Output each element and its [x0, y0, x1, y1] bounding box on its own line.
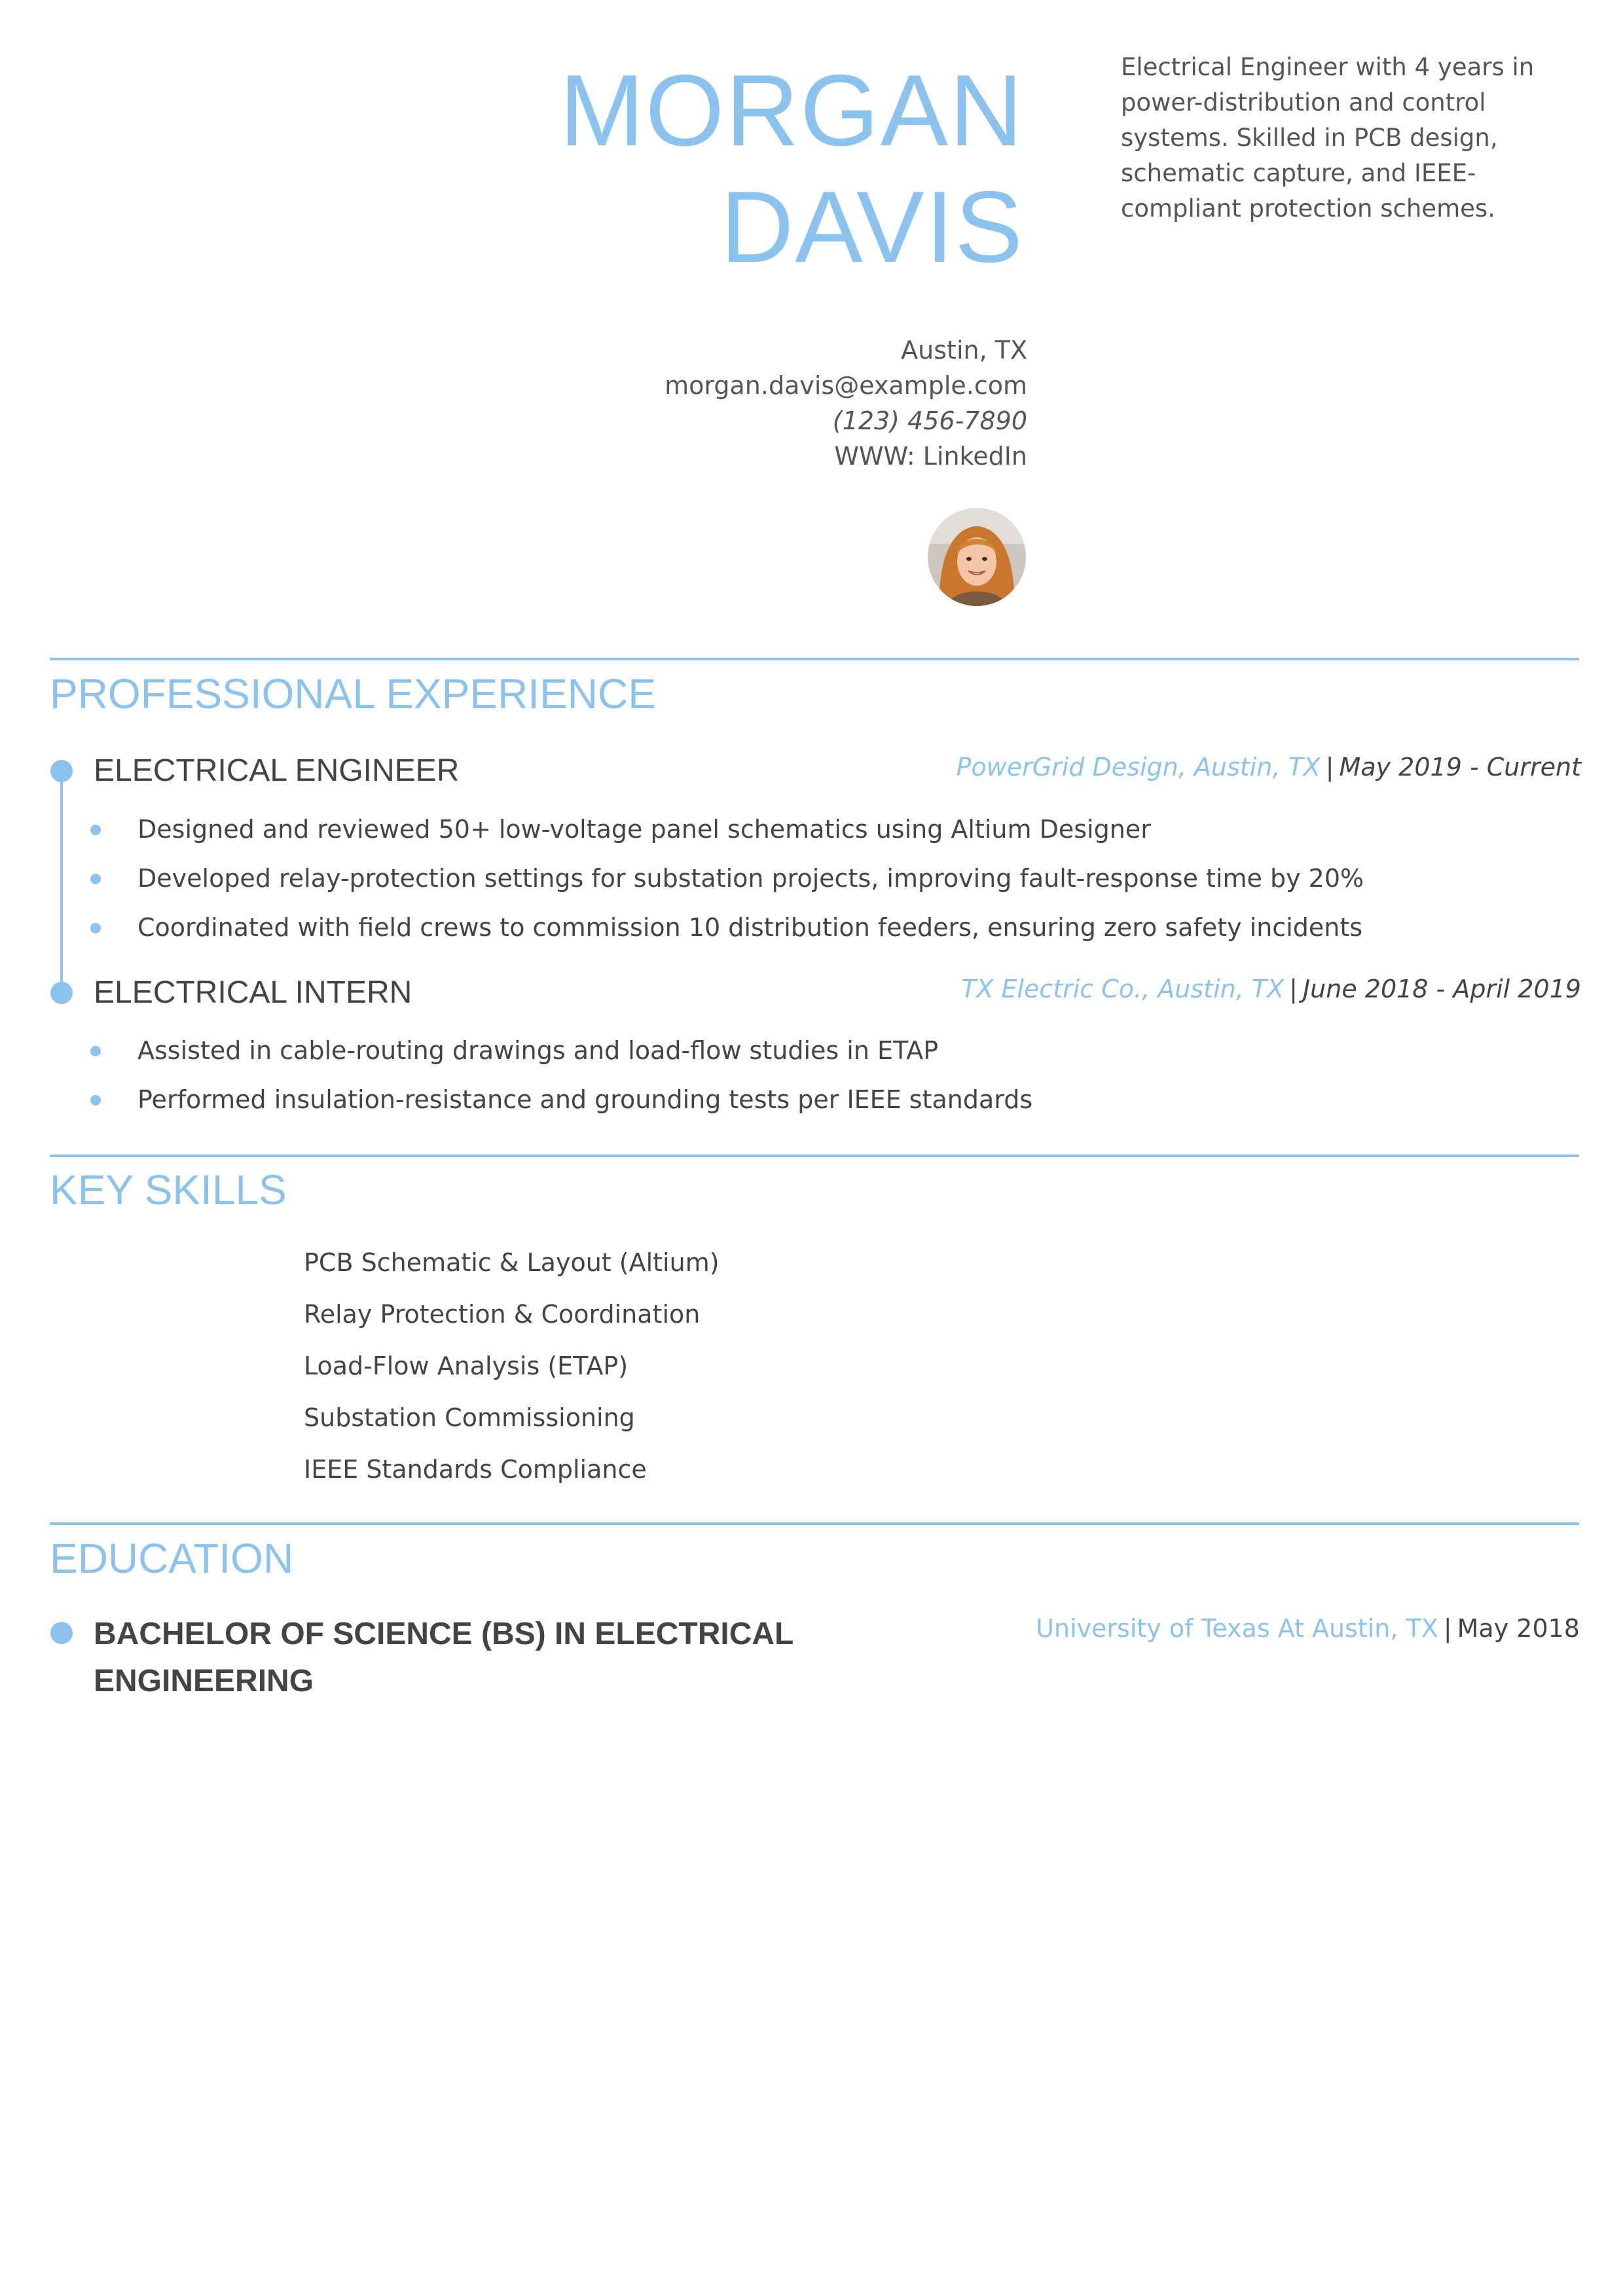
skill-item: PCB Schematic & Layout (Altium) — [304, 1248, 720, 1277]
first-name: MORGAN — [559, 54, 1024, 167]
section-title-skills: KEY SKILLS — [50, 1166, 287, 1213]
job-dates: May 2019 - Current — [1339, 753, 1581, 781]
profile-photo-image — [928, 508, 1026, 606]
email-link[interactable]: morgan.davis@example.com — [665, 371, 1027, 400]
job-dates: June 2018 - April 2019 — [1302, 975, 1581, 1003]
job-title: ELECTRICAL INTERN — [94, 975, 412, 1010]
school-name: University of Texas At Austin, TX — [1036, 1614, 1438, 1643]
degree-title: BACHELOR OF SCIENCE (BS) IN ELECTRICAL E… — [94, 1617, 793, 1698]
last-name: DAVIS — [720, 170, 1024, 283]
job-company: PowerGrid Design, Austin, TX — [956, 753, 1321, 781]
section-divider — [50, 1522, 1579, 1525]
skill-item: IEEE Standards Compliance — [304, 1455, 647, 1484]
skill-item: Load-Flow Analysis (ETAP) — [304, 1352, 629, 1380]
timeline-dot — [50, 1622, 73, 1644]
skill-item: Substation Commissioning — [304, 1403, 635, 1432]
job-bullets: Assisted in cable-routing drawings and l… — [85, 1026, 1032, 1124]
list-item: Designed and reviewed 50+ low-voltage pa… — [85, 805, 1364, 854]
job-company: TX Electric Co., Austin, TX — [961, 975, 1285, 1003]
timeline-dot — [50, 760, 73, 782]
location-text: Austin, TX — [901, 336, 1027, 365]
list-item: Assisted in cable-routing drawings and l… — [85, 1026, 1032, 1075]
section-divider — [50, 1155, 1579, 1157]
list-item: Developed relay-protection settings for … — [85, 854, 1364, 903]
contact-info: Austin, TX morgan.davis@example.com (123… — [665, 332, 1027, 474]
job-bullets: Designed and reviewed 50+ low-voltage pa… — [85, 805, 1364, 952]
section-title-education: EDUCATION — [50, 1535, 294, 1582]
skills-list: PCB Schematic & Layout (Altium) Relay Pr… — [304, 1237, 720, 1496]
profile-photo — [928, 508, 1026, 606]
skill-item: Relay Protection & Coordination — [304, 1300, 701, 1329]
list-item: Performed insulation-resistance and grou… — [85, 1075, 1032, 1124]
meta-separator: | — [1443, 1614, 1452, 1643]
job-meta: PowerGrid Design, Austin, TX|May 2019 - … — [956, 749, 1581, 785]
list-item: Coordinated with field crews to commissi… — [85, 903, 1364, 952]
website-link[interactable]: WWW: LinkedIn — [834, 442, 1027, 471]
timeline-dot — [50, 982, 73, 1004]
meta-separator: | — [1325, 753, 1334, 781]
phone-text: (123) 456-7890 — [832, 406, 1027, 435]
education-meta: University of Texas At Austin, TX|May 20… — [1036, 1610, 1580, 1647]
graduation-date: May 2018 — [1457, 1614, 1580, 1643]
profile-summary: Electrical Engineer with 4 years in powe… — [1121, 53, 1535, 223]
section-divider — [50, 658, 1579, 660]
timeline-line — [60, 771, 63, 994]
candidate-name: MORGAN DAVIS — [560, 52, 1025, 285]
job-title: ELECTRICAL ENGINEER — [94, 753, 460, 788]
job-meta: TX Electric Co., Austin, TX|June 2018 - … — [961, 971, 1581, 1007]
meta-separator: | — [1289, 975, 1298, 1003]
section-title-experience: PROFESSIONAL EXPERIENCE — [50, 670, 656, 717]
